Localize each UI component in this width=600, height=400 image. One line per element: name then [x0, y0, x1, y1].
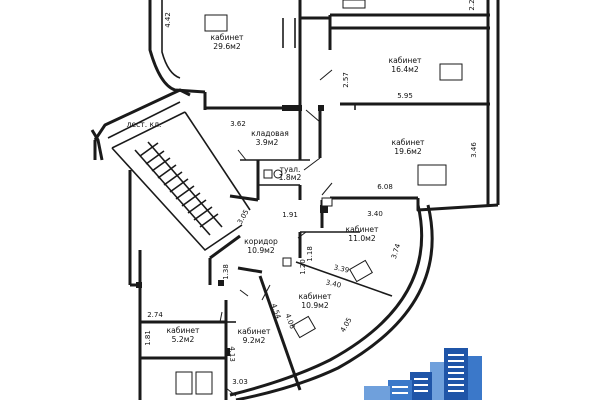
room-cabinet-9-2-name: кабинет: [238, 327, 271, 336]
dim-1-81: 1.81: [144, 330, 152, 346]
dim-4-42: 4.42: [164, 12, 172, 28]
room-stairs-name: лест. кл.: [127, 120, 162, 129]
room-storage-name: кладовая: [251, 129, 289, 138]
dim-3-62: 3.62: [230, 120, 246, 128]
room-cabinet-9-2-area: 9.2м2: [243, 336, 266, 345]
dim-3-03: 3.03: [232, 378, 248, 386]
dim-3-40b: 3.40: [325, 279, 342, 290]
room-toilet-area: 1.8м2: [279, 173, 302, 182]
staircase: [90, 101, 251, 252]
room-cabinet-11-0-area: 11.0м2: [348, 234, 376, 243]
room-toilet-name: туал.: [280, 165, 301, 174]
dim-5-95: 5.95: [397, 92, 413, 100]
dim-4-05: 4.05: [339, 316, 354, 334]
dim-4-13: 4.13: [228, 346, 236, 362]
room-cabinet-10-9-area: 10.9м2: [301, 301, 329, 310]
dim-1-20: 1.20: [299, 259, 307, 275]
room-corridor-area: 10.9м2: [247, 246, 275, 255]
walls: [93, 0, 500, 400]
dim-1-91: 1.91: [282, 211, 298, 219]
room-cabinet-16-4-name: кабинет: [389, 56, 422, 65]
dim-2-2: 2.2: [468, 0, 476, 11]
room-labels: кабинет 29.6м2 кабинет 16.4м2 кабинет 19…: [127, 33, 425, 345]
dim-3-74: 3.74: [390, 242, 403, 260]
room-cabinet-10-9-name: кабинет: [299, 292, 332, 301]
room-storage-area: 3.9м2: [256, 138, 279, 147]
dim-3-40a: 3.40: [367, 210, 383, 218]
dim-1-38: 1.38: [222, 264, 230, 280]
dim-3-39: 3.39: [333, 264, 350, 275]
room-cabinet-16-4-area: 16.4м2: [391, 65, 419, 74]
room-cabinet-19-6-name: кабинет: [392, 138, 425, 147]
room-cabinet-19-6-area: 19.6м2: [394, 147, 422, 156]
stair-treads: [139, 142, 219, 228]
room-cabinet-5-2-area: 5.2м2: [172, 335, 195, 344]
dim-2-57: 2.57: [342, 72, 350, 88]
city-buildings-logo: [364, 348, 482, 400]
dim-3-05: 3.05: [236, 208, 251, 226]
furniture: [175, 0, 463, 395]
dim-3-46: 3.46: [470, 142, 478, 158]
room-cabinet-29-6-name: кабинет: [211, 33, 244, 42]
dim-4-06: 4.06: [283, 313, 296, 331]
dim-1-18: 1.18: [306, 246, 314, 262]
room-cabinet-11-0-name: кабинет: [346, 225, 379, 234]
wall-columns: [136, 105, 333, 356]
room-cabinet-29-6-area: 29.6м2: [213, 42, 241, 51]
dim-6-08: 6.08: [377, 183, 393, 191]
doors: [219, 69, 333, 397]
room-corridor-name: коридор: [244, 237, 278, 246]
dim-2-74: 2.74: [147, 311, 163, 319]
room-cabinet-5-2-name: кабинет: [167, 326, 200, 335]
